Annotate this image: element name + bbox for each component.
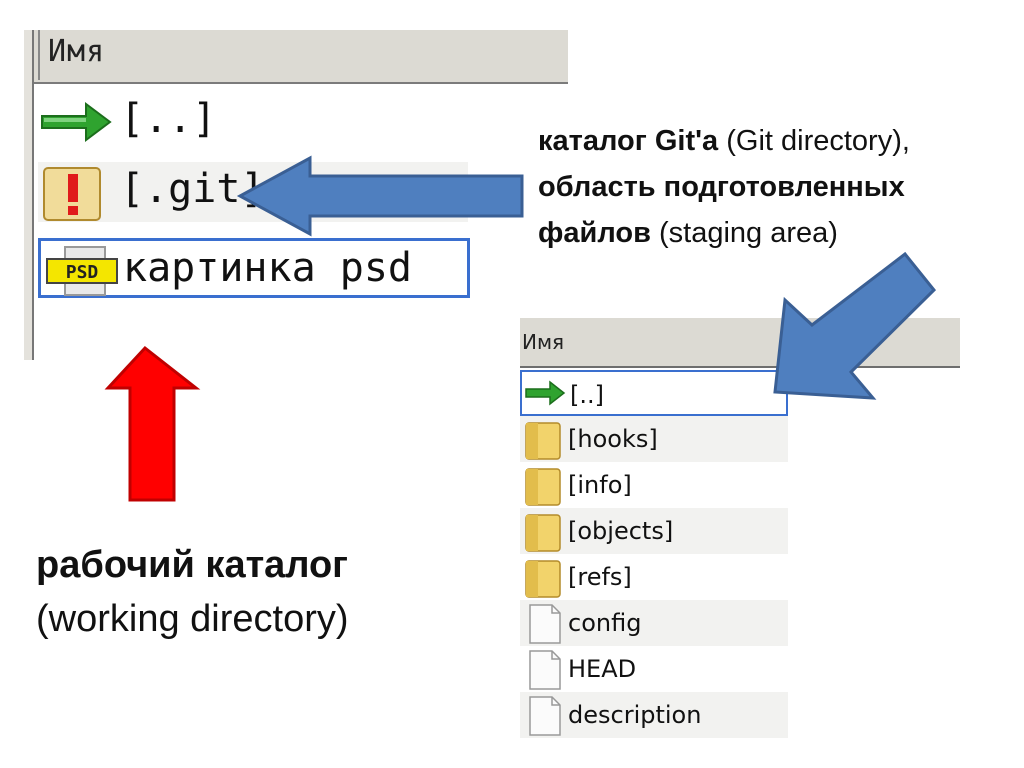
staging-bold-2: файлов bbox=[538, 217, 651, 249]
list-item-label: [..] bbox=[120, 96, 217, 142]
folder-icon bbox=[525, 560, 561, 598]
psd-badge-text: PSD bbox=[66, 262, 99, 283]
hidden-folder-warning-icon bbox=[43, 167, 101, 221]
list-item-label: картинка psd bbox=[123, 245, 412, 291]
git-dir-bold: каталог Git'a bbox=[538, 125, 719, 157]
git-directory-annotation: каталог Git'a (Git directory), область п… bbox=[538, 118, 1018, 256]
list-item-label: config bbox=[568, 609, 642, 637]
working-normal: (working directory) bbox=[36, 598, 349, 640]
list-item-label: HEAD bbox=[568, 655, 637, 683]
file-icon bbox=[529, 604, 561, 644]
blue-arrow-left-icon bbox=[236, 155, 524, 237]
header-separator bbox=[38, 30, 40, 80]
panel-left-border bbox=[24, 30, 34, 360]
psd-file-icon: PSD bbox=[46, 246, 118, 296]
column-header[interactable]: Имя bbox=[34, 30, 568, 84]
working-bold: рабочий каталог bbox=[36, 544, 348, 586]
green-arrow-up-icon bbox=[525, 380, 566, 406]
list-item-parent-dir[interactable]: [..] bbox=[38, 92, 468, 152]
column-header-name: Имя bbox=[522, 330, 565, 354]
staging-bold-1: область подготовленных bbox=[538, 171, 905, 203]
staging-normal: (staging area) bbox=[650, 217, 838, 249]
folder-icon bbox=[525, 514, 561, 552]
folder-icon bbox=[525, 468, 561, 506]
column-header-name: Имя bbox=[48, 34, 106, 69]
list-item-description[interactable]: description bbox=[520, 692, 788, 738]
green-arrow-up-icon bbox=[41, 102, 112, 142]
list-item-head[interactable]: HEAD bbox=[520, 646, 788, 692]
file-icon bbox=[529, 696, 561, 736]
list-item-label: [refs] bbox=[568, 563, 632, 591]
small-file-panel: Имя [..] [hooks] [info] [objects] bbox=[520, 318, 960, 758]
list-item-label: [.git] bbox=[120, 166, 265, 212]
folder-icon bbox=[525, 422, 561, 460]
working-directory-annotation: рабочий каталог (working directory) bbox=[36, 538, 349, 646]
list-item-config[interactable]: config bbox=[520, 600, 788, 646]
list-item-objects[interactable]: [objects] bbox=[520, 508, 788, 554]
red-arrow-up-icon bbox=[104, 345, 201, 502]
list-item-label: [hooks] bbox=[568, 425, 658, 453]
list-item-label: [objects] bbox=[568, 517, 674, 545]
list-item-label: description bbox=[568, 701, 702, 729]
panel-left-line bbox=[32, 30, 34, 360]
git-dir-normal: (Git directory), bbox=[718, 125, 910, 157]
list-item-refs[interactable]: [refs] bbox=[520, 554, 788, 600]
list-item-label: [info] bbox=[568, 471, 632, 499]
list-item-info[interactable]: [info] bbox=[520, 462, 788, 508]
blue-arrow-down-left-icon bbox=[773, 251, 937, 400]
list-item-hooks[interactable]: [hooks] bbox=[520, 416, 788, 462]
file-icon bbox=[529, 650, 561, 690]
list-item-label: [..] bbox=[570, 381, 604, 409]
list-item-psd-file[interactable]: PSD картинка psd bbox=[38, 238, 470, 298]
